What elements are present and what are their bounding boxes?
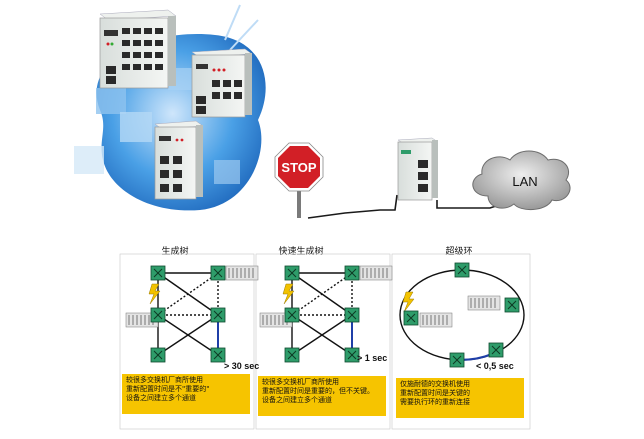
reconfiguration-time-hiper-ring: < 0,5 sec (476, 361, 514, 371)
switch-device-icon (450, 353, 464, 367)
switch-device-icon (285, 308, 299, 322)
rapid-spanning-tree-topology (260, 266, 392, 362)
switch-device-icon (151, 308, 165, 322)
switch-device-icon (489, 343, 503, 357)
switch-device-icon (285, 266, 299, 280)
switch-device-icon (345, 266, 359, 280)
spanning-tree-topology (126, 266, 258, 362)
server-rack-icon (360, 266, 392, 280)
switch-device-icon (404, 311, 418, 325)
reconfiguration-time-rapid-spanning-tree: > 1 sec (357, 353, 387, 363)
server-rack-icon (420, 313, 452, 327)
note-spanning-tree: 较很多交换机厂商所使用 重新配置时间是不"重要的" 设备之间建立多个通道 (122, 374, 250, 414)
lightning-bolt-icon (403, 292, 414, 312)
note-hiper-ring: 仅施耐德的交换机使用 重新配置时间是关键的 需要执行环的重新连接 (396, 378, 524, 418)
reconfiguration-time-spanning-tree: > 30 sec (224, 361, 259, 371)
switch-device-icon (211, 308, 225, 322)
switch-device-icon (211, 266, 225, 280)
server-rack-icon (468, 296, 500, 310)
switch-device-icon (345, 308, 359, 322)
switch-device-icon (211, 348, 225, 362)
note-rapid-spanning-tree: 较很多交换机厂商所使用 重新配置时间是重要的，但不关键。 设备之间建立多个通道 (258, 376, 386, 416)
switch-device-icon (505, 298, 519, 312)
switch-device-icon (455, 263, 469, 277)
switch-device-icon (285, 348, 299, 362)
switch-device-icon (151, 266, 165, 280)
switch-device-icon (151, 348, 165, 362)
hiper-ring-topology (400, 263, 524, 367)
server-rack-icon (226, 266, 258, 280)
